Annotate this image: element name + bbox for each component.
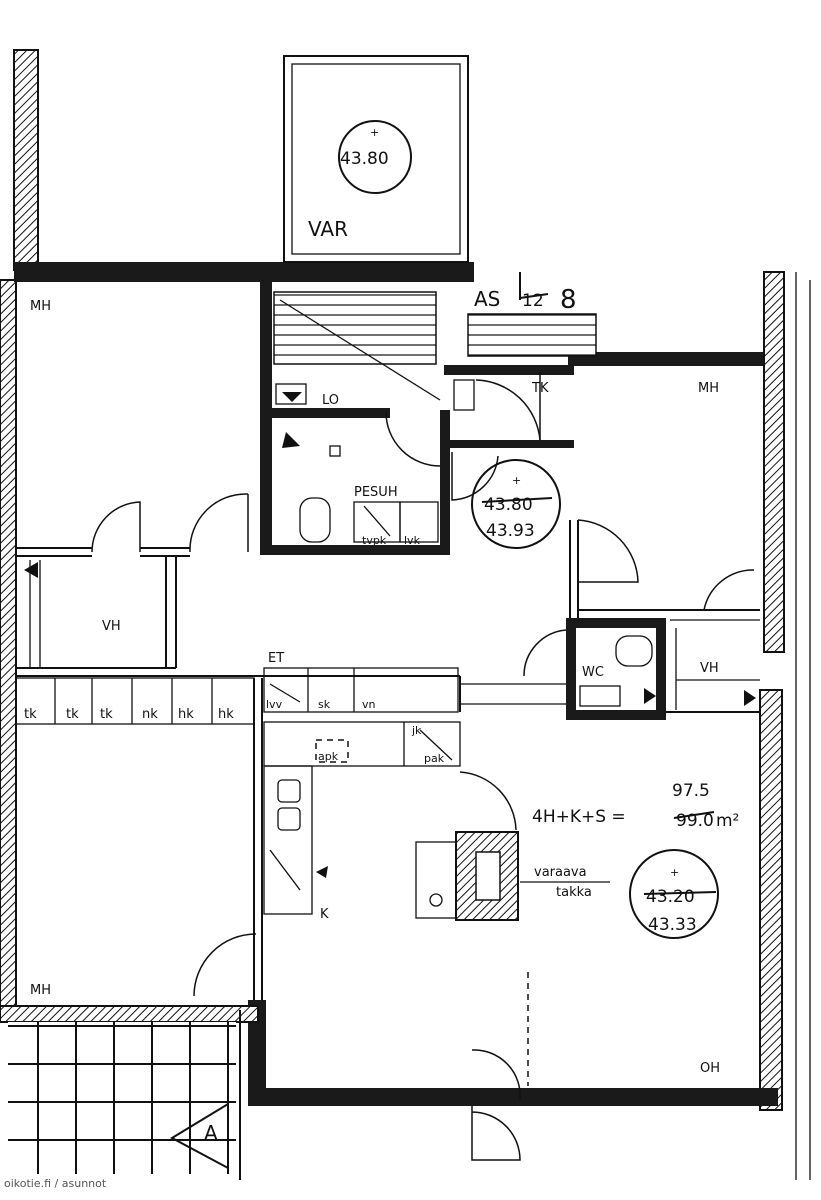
room-label-lo: LO [322, 393, 339, 408]
fixture-nk: nk [142, 707, 158, 722]
apartment-number: AS 12 8 [474, 285, 577, 315]
fixture-tk-1: tk [24, 707, 37, 722]
wall-right-lower [759, 689, 783, 1111]
room-label-var: VAR [308, 217, 348, 241]
wall-bottom-left [248, 1000, 266, 1106]
room-label-mh-top-right: MH [698, 381, 719, 396]
elevation-plus-var: + [370, 126, 379, 139]
apartment-number-value: 8 [560, 285, 577, 315]
fixture-tk-3: tk [100, 707, 113, 722]
fixture-hk-1: hk [178, 707, 194, 722]
fixture-tk-2: tk [66, 707, 79, 722]
closet-row: tk tk tk nk hk hk [15, 677, 263, 1000]
elevation-living-new: 43.33 [648, 915, 697, 935]
wall-right-upper [763, 271, 785, 653]
fixture-tvpk: tvpk [362, 534, 387, 547]
wall-lo-bottom [260, 408, 390, 418]
section-marker-icon [169, 1102, 229, 1170]
vh-right-arrow-icon [744, 690, 756, 706]
wall-left-lower [0, 279, 17, 1021]
fixture-pak: pak [424, 752, 445, 765]
wall-wc-right [656, 618, 666, 720]
fixture-varaava: varaava [534, 865, 587, 880]
outer-walls [0, 49, 785, 1111]
stairs [273, 272, 597, 401]
wall-left-upper [13, 49, 39, 271]
elevation-plus-living: + [670, 866, 679, 879]
fixture-hk-2: hk [218, 707, 234, 722]
wall-bottom [248, 1088, 778, 1106]
room-label-mh-top-left: MH [30, 299, 51, 314]
room-label-et: ET [268, 651, 284, 666]
fixture-jk: jk [411, 724, 422, 737]
wall-wc-top [566, 618, 666, 628]
room-label-vh-right: VH [700, 661, 719, 676]
entry-closets: ET lvv sk vn [263, 651, 459, 713]
bathroom: LO PESUH tvpk lvk [275, 383, 439, 547]
interior-lines [16, 520, 760, 713]
elevation-living-old: 43.20 [646, 887, 695, 907]
wall-wc-left [566, 618, 576, 720]
storage-var: + 43.80 VAR [283, 55, 469, 263]
hall: TK + 43.80 43.93 [453, 379, 561, 549]
doors [91, 372, 755, 1161]
fixture-lvk: lvk [404, 534, 421, 547]
fixture-apk: apk [318, 750, 339, 763]
watermark: oikotie.fi / asunnot [4, 1177, 107, 1190]
fixture-vn: vn [362, 698, 376, 711]
room-label-vh-left: VH [102, 619, 121, 634]
wall-tk-bottom [444, 440, 574, 448]
wall-bath-bottom [260, 545, 450, 555]
fixture-takka: takka [556, 885, 592, 900]
elevation-var: 43.80 [340, 149, 389, 169]
elevation-hall-new: 43.93 [486, 521, 535, 541]
apartment-old-number: 12 [522, 291, 544, 311]
wall-bath-right [440, 410, 450, 555]
fireplace: varaava takka [415, 831, 610, 921]
elevation-hall-old: 43.80 [484, 495, 533, 515]
room-label-k: K [320, 907, 329, 922]
section-mark: A [204, 1121, 218, 1145]
wall-top [14, 262, 474, 282]
wall-top-right [568, 352, 774, 366]
laundry-drain-icon [282, 392, 302, 402]
wc: WC [579, 635, 656, 707]
wall-tk-top [444, 365, 574, 375]
apartment-prefix: AS [474, 287, 500, 311]
vh-left-arrow-icon [24, 562, 38, 578]
balcony: A [0, 1005, 259, 1180]
kitchen: apk jk pak K [263, 721, 461, 922]
room-label-mh-bottom-left: MH [30, 983, 51, 998]
room-label-oh: OH [700, 1061, 720, 1076]
shower-icon [282, 432, 300, 448]
wc-arrow-icon [644, 688, 656, 704]
wall-wc-bottom [566, 710, 666, 720]
living-elevation: + 43.20 43.33 [629, 849, 719, 939]
area-summary: 97.5 4H+K+S = 99.0 m² [532, 781, 739, 831]
room-label-wc: WC [582, 665, 604, 680]
fixture-lvv: lvv [266, 698, 283, 711]
kitchen-arrow-icon [316, 866, 328, 878]
area-new: 97.5 [672, 781, 710, 801]
area-unit: m² [716, 811, 739, 831]
elevation-plus-hall: + [512, 474, 521, 487]
room-label-pesuh: PESUH [354, 485, 398, 500]
area-formula: 4H+K+S = [532, 807, 626, 827]
fixture-sk: sk [318, 698, 331, 711]
